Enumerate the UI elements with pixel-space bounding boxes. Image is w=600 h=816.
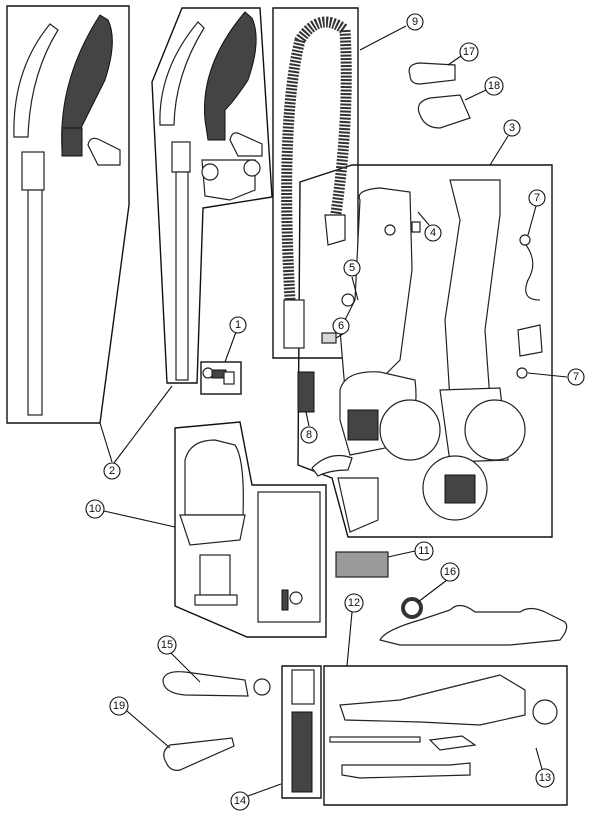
svg-text:18: 18 [488,80,500,92]
belt-part [163,737,235,771]
handle-assembly-a-frame [6,5,130,424]
agitator-part [291,711,313,793]
base-part [329,674,558,779]
svg-text:19: 19 [113,700,125,712]
callout-10: 10 [85,499,105,519]
hose-part [281,16,352,301]
callout-7b: 7 [567,368,585,386]
hose-cuff-part [283,299,305,349]
callout-3: 3 [503,119,521,137]
dusting-brush-part [417,94,471,129]
nozzle-cover-part [379,604,568,646]
brush-roll-part [162,671,249,697]
svg-text:5: 5 [349,262,355,274]
handle-tube-part [159,11,263,381]
svg-text:1: 1 [235,319,241,331]
svg-text:17: 17 [463,46,475,58]
agitator-end-part [291,669,315,705]
svg-text:2: 2 [109,465,115,477]
svg-text:14: 14 [234,795,246,807]
callout-17: 17 [459,42,479,62]
handle-assembly-b-frame [151,7,273,384]
callout-13: 13 [535,768,555,788]
callout-9: 9 [406,13,424,31]
callout-16: 16 [440,562,460,582]
leader-lines [99,25,568,797]
brush-roll-frame [281,665,322,799]
crevice-tool-part [408,62,456,85]
callout-7a: 7 [528,189,546,207]
callout-6: 6 [332,317,350,335]
part-1-frame [200,361,242,395]
callout-11: 11 [414,541,434,561]
svg-text:13: 13 [539,772,551,784]
svg-text:11: 11 [418,545,429,557]
svg-text:10: 10 [89,503,101,515]
svg-text:7: 7 [573,371,579,383]
svg-text:4: 4 [430,227,436,239]
callout-14: 14 [230,791,250,811]
callout-12: 12 [344,593,364,613]
body-housing-part [311,187,441,533]
svg-text:7: 7 [534,192,540,204]
filter-part [335,551,389,578]
dirt-cup-part [179,439,321,623]
callout-15: 15 [157,635,177,655]
belt-ring-part [401,597,423,619]
svg-text:9: 9 [412,16,418,28]
svg-text:8: 8 [306,429,312,441]
callout-19: 19 [109,696,129,716]
body-assembly-frame [297,164,553,538]
base-assembly-frame [323,665,568,806]
dirt-cup-frame [174,421,327,638]
svg-text:15: 15 [161,639,173,651]
svg-text:16: 16 [444,566,456,578]
hose-end-part [324,214,346,246]
callout-5: 5 [343,259,361,277]
svg-text:3: 3 [509,122,515,134]
callout-2: 2 [103,462,121,480]
handle-grip-part [13,14,121,416]
callout-4: 4 [424,224,442,242]
body-rear-housing-part [297,179,543,521]
callout-8: 8 [300,426,318,444]
svg-text:6: 6 [338,320,344,332]
part-1-clip [202,367,235,385]
callout-18: 18 [484,76,504,96]
callout-1: 1 [229,316,247,334]
svg-text:12: 12 [348,597,360,609]
